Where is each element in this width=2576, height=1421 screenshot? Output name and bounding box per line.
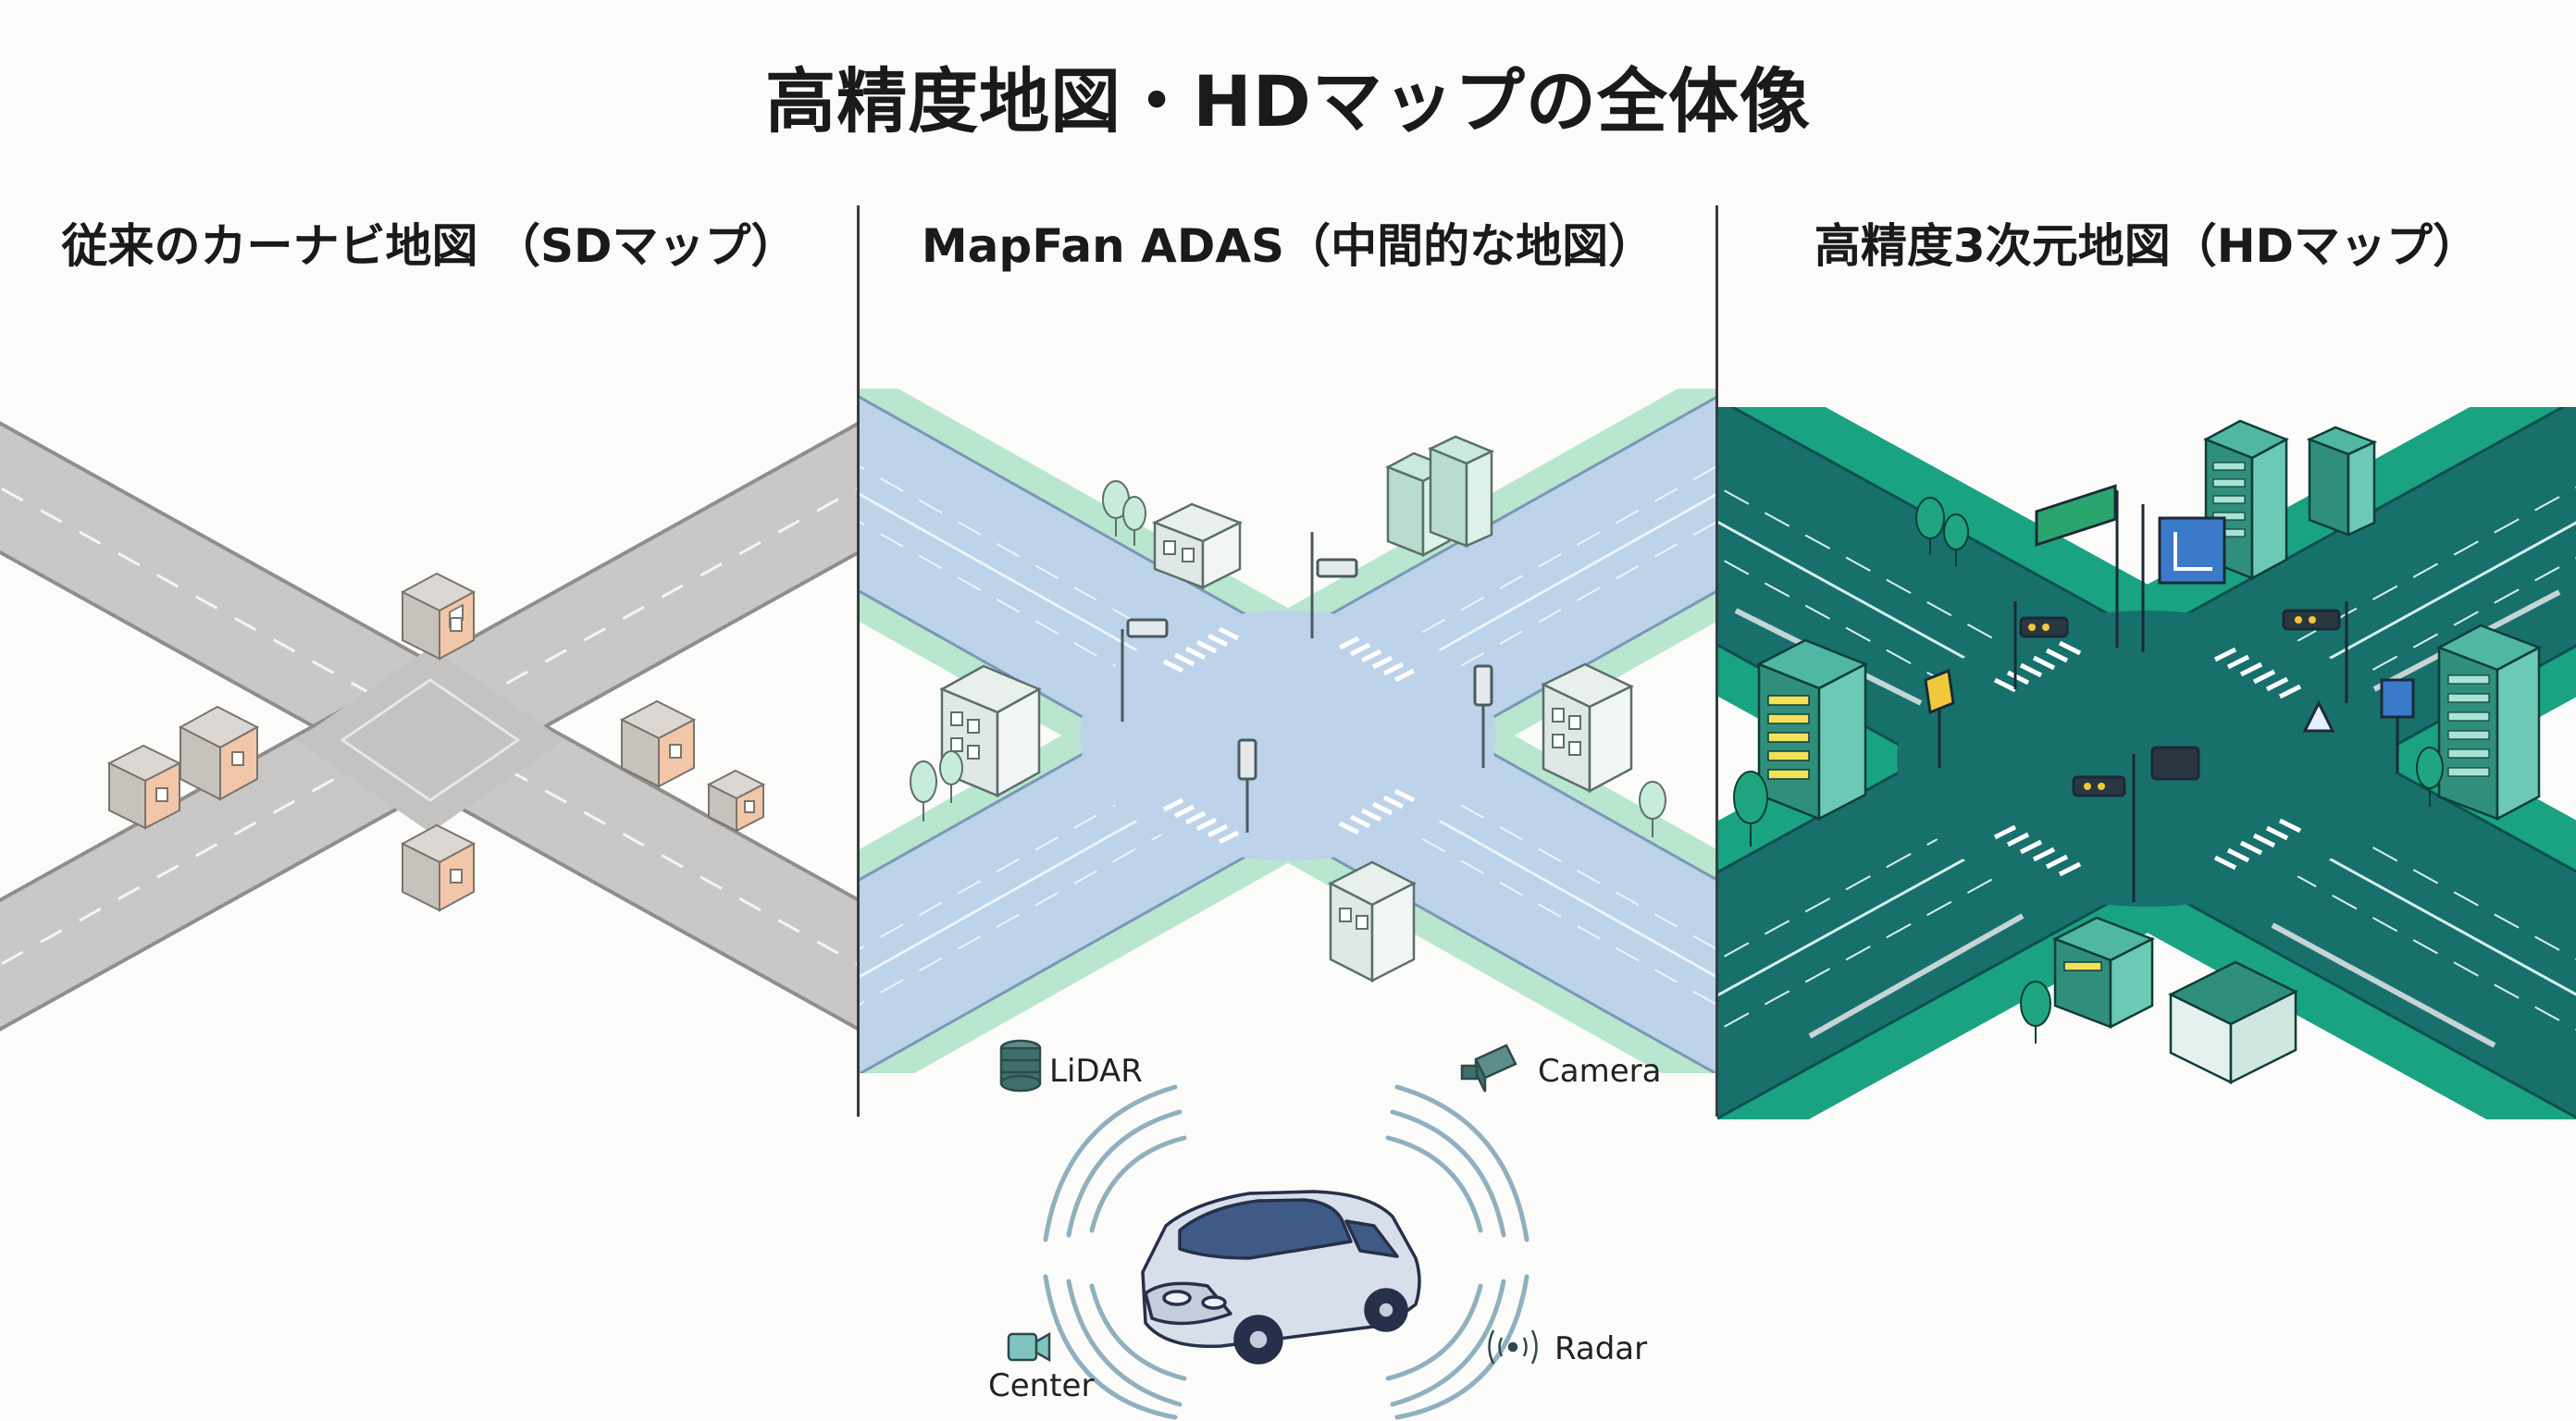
sensor-label-lidar: LiDAR [1049, 1053, 1143, 1090]
panel-title-hd-map: 高精度3次元地図（HDマップ） [1814, 219, 2480, 273]
center-icon [1007, 1331, 1051, 1363]
camera-icon [1460, 1044, 1517, 1093]
hd-signs [1924, 484, 2415, 772]
panel-title-sd-map: 従来のカーナビ地図 （SDマップ） [61, 219, 798, 273]
hd-crosswalks [1993, 640, 2302, 877]
vehicle-sensor-illustration [999, 1039, 1538, 1420]
hd-traffic-lights [2013, 601, 2348, 902]
main-title: 高精度地図・HDマップの全体像 [765, 60, 1811, 142]
sensor-label-camera: Camera [1538, 1053, 1662, 1090]
panel-divider-right [1715, 205, 1718, 1117]
sensor-label-radar: Radar [1554, 1330, 1648, 1367]
radar-icon [1488, 1329, 1538, 1365]
hd-map-illustration [1717, 407, 2576, 1119]
sensor-waves [1043, 1084, 1530, 1420]
adas-map-illustration [859, 389, 1717, 1073]
lidar-icon [999, 1039, 1042, 1093]
panel-title-adas-map: MapFan ADAS（中間的な地図） [921, 219, 1655, 273]
sensor-label-center: Center [988, 1367, 1095, 1404]
sd-intersection [296, 648, 564, 833]
adas-traffic-lights [1121, 532, 1493, 833]
panel-divider-left [857, 205, 860, 1117]
sd-map-illustration [0, 421, 859, 1032]
adas-crosswalks [1162, 626, 1416, 845]
hd-intersection [1897, 611, 2396, 907]
adas-intersection [1080, 611, 1496, 860]
car [1141, 1190, 1421, 1365]
hd-trees [1733, 497, 2444, 1044]
adas-trees [910, 480, 1666, 837]
